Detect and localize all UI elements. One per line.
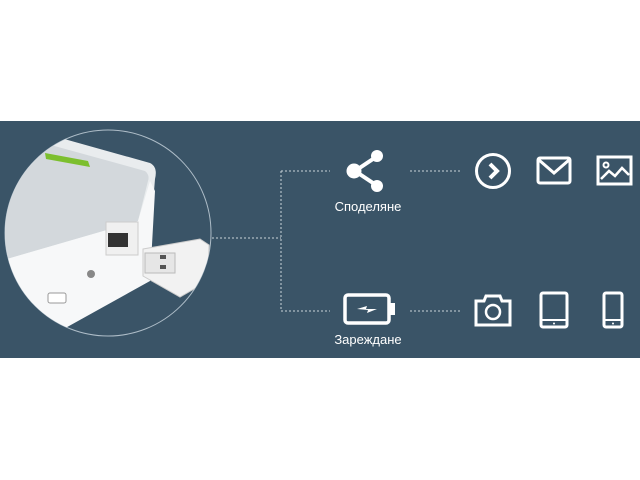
image-icon <box>596 155 633 186</box>
share-label: Споделяне <box>334 199 402 214</box>
charging-label: Зареждане <box>334 332 402 347</box>
phone-icon <box>602 291 624 329</box>
feature-banner: Споделяне Зареждане <box>0 121 640 358</box>
tablet-icon <box>539 291 569 329</box>
camera-icon <box>474 294 512 327</box>
mail-icon <box>536 156 572 185</box>
router-device-illustration <box>4 129 212 337</box>
connector-lines <box>212 170 460 312</box>
play-circle-icon <box>475 153 511 189</box>
battery-charging-icon <box>343 293 395 325</box>
share-icon <box>346 150 383 192</box>
led-indicator <box>45 153 90 167</box>
